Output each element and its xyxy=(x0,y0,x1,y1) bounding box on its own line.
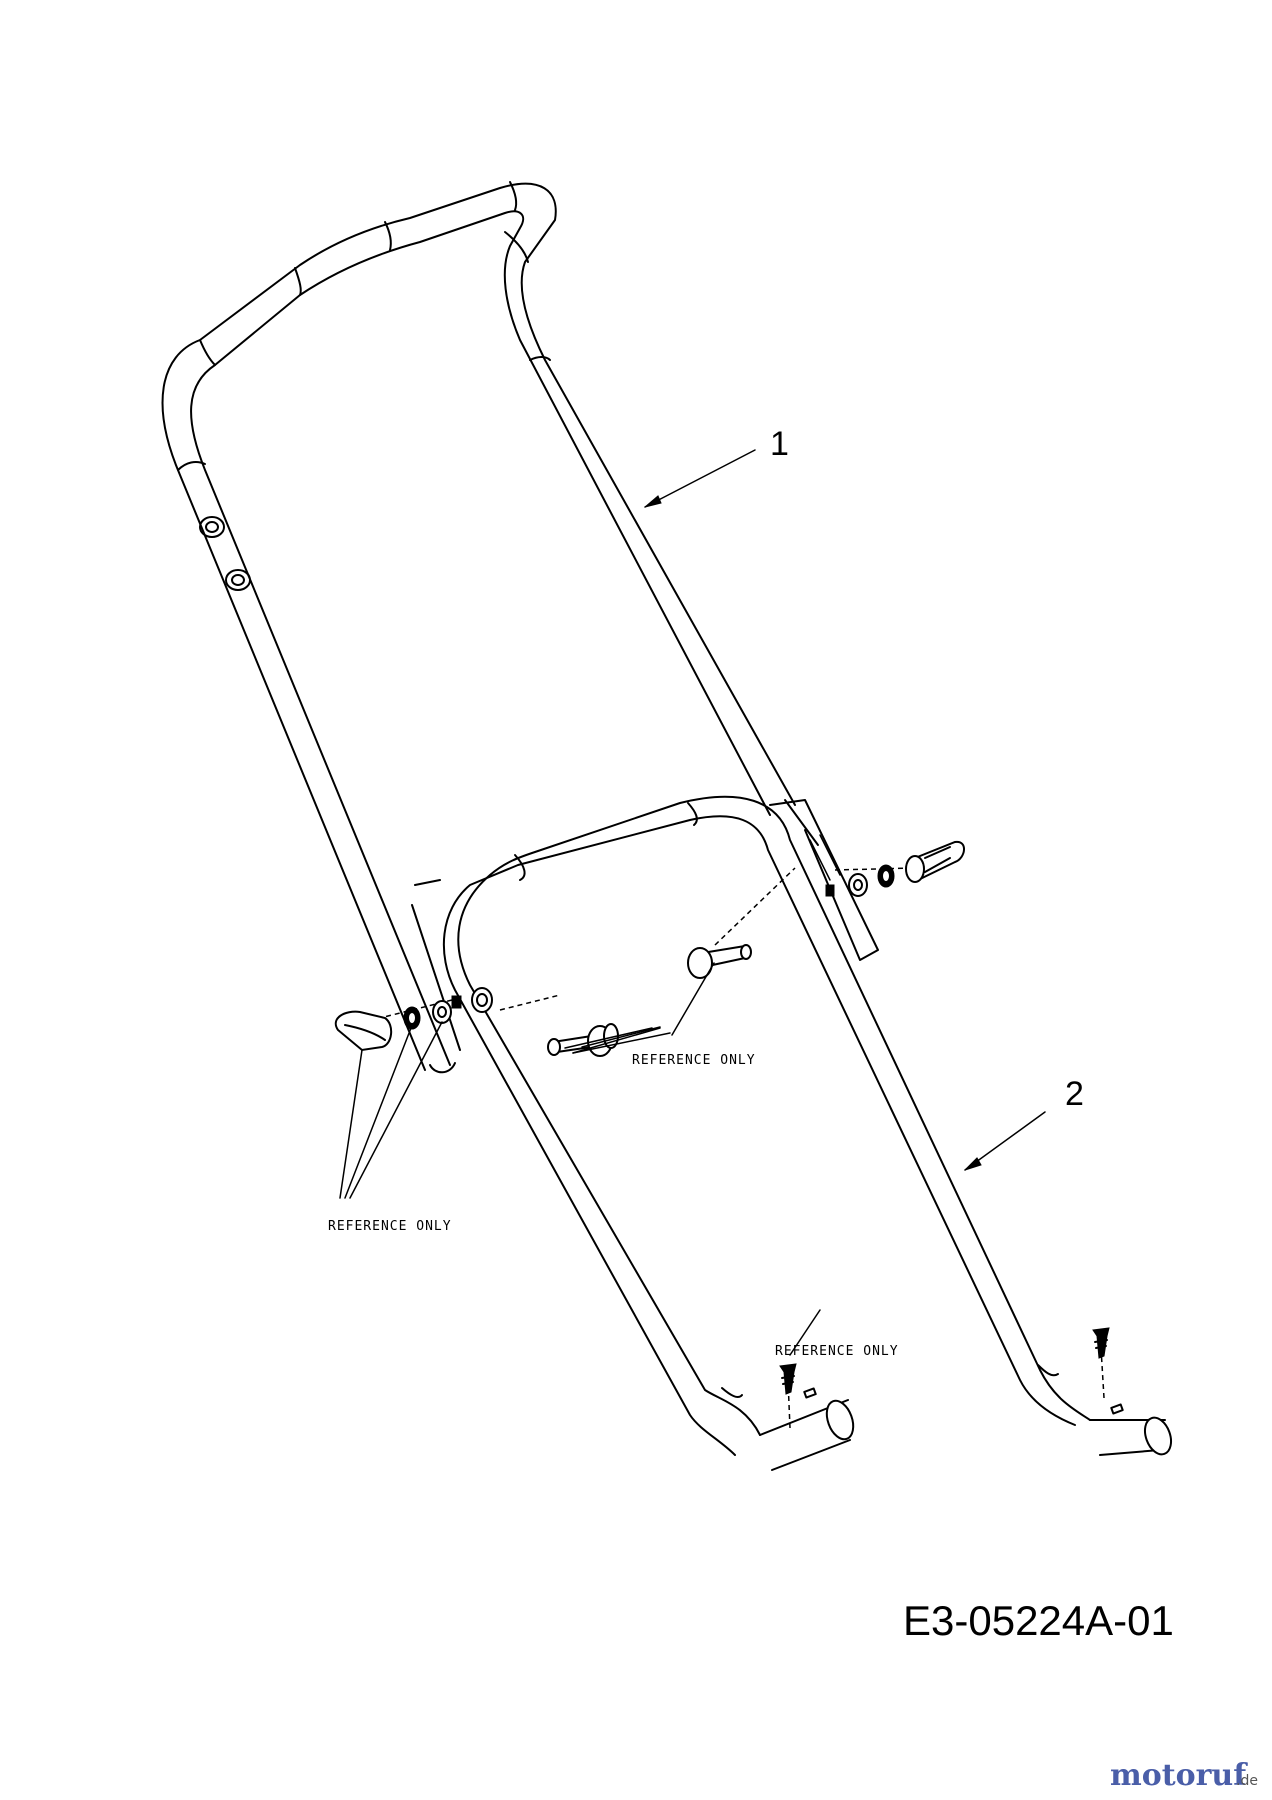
center-pins xyxy=(499,867,796,1057)
drawing-code: E3-05224A-01 xyxy=(903,1597,1174,1644)
upper-handle xyxy=(161,181,879,1074)
left-knob-assembly xyxy=(334,987,493,1052)
reference-note-left: REFERENCE ONLY xyxy=(328,1219,452,1234)
callout-2: 2 xyxy=(964,1075,1084,1171)
reference-note-bottom: REFERENCE ONLY xyxy=(775,1344,899,1359)
watermark-logo: motoruf .de xyxy=(1110,1758,1258,1793)
watermark-suffix: .de xyxy=(1236,1773,1258,1789)
bottom-screws xyxy=(779,1327,1110,1429)
reference-note-center: REFERENCE ONLY xyxy=(632,1053,756,1068)
watermark-brand: motoruf xyxy=(1110,1758,1248,1793)
lower-handle xyxy=(442,795,1173,1471)
right-knob-assembly xyxy=(825,840,965,897)
reference-leaders xyxy=(339,962,821,1356)
callout-1: 1 xyxy=(644,425,789,508)
callout-2-label: 2 xyxy=(1065,1075,1084,1113)
callout-1-label: 1 xyxy=(770,425,789,463)
